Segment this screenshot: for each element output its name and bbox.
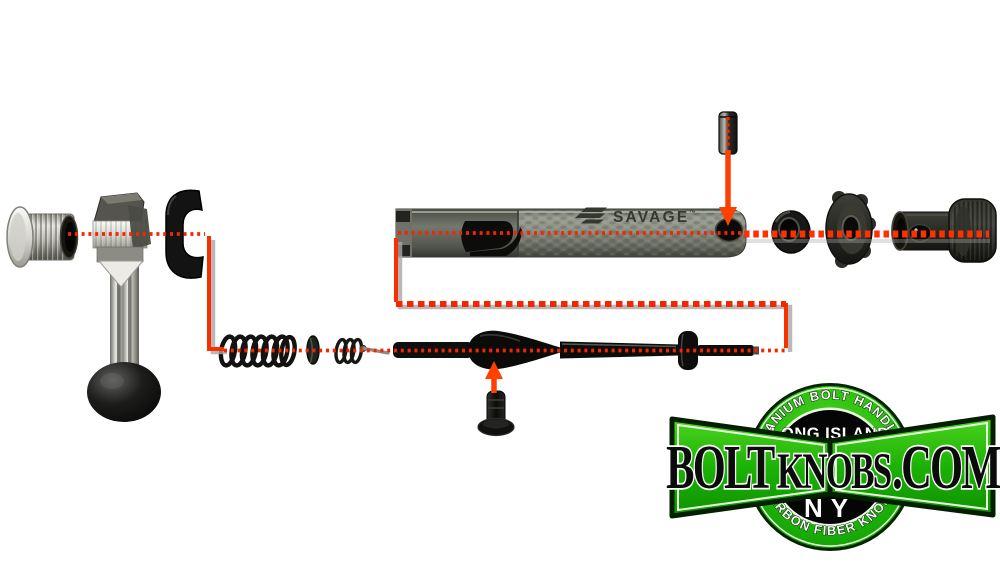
shaft-highlight: [561, 343, 677, 348]
handle-cam: [128, 205, 151, 250]
banner-left-inline: [677, 423, 825, 512]
alignment-lines: [68, 117, 990, 393]
cocking-piece-screw: [477, 390, 515, 437]
handle-washer: [165, 189, 204, 279]
handle-hex-top-face: [101, 193, 142, 204]
ejection-port-sweep: [470, 227, 522, 256]
washer-silhouette: [165, 189, 204, 279]
bulge-highlight: [479, 334, 521, 342]
down-arrow-icon: [719, 150, 737, 226]
bolt-head-lug: [396, 211, 410, 222]
rear-baffle-nut: [825, 191, 876, 268]
bushing-bore-inner: [65, 222, 75, 252]
spacer-highlight: [309, 337, 313, 364]
savage-logo-icon: [575, 207, 607, 224]
handle-collar: [96, 246, 144, 263]
banner-right: [827, 414, 996, 518]
logo-main-text: BOLTKNOBS.COM: [666, 432, 1000, 502]
logo-state-text: NY: [804, 493, 856, 523]
firing-pin-front-rod: [393, 342, 473, 358]
bushing-flange-face: [10, 213, 26, 261]
spring-coil: [239, 334, 259, 368]
screw-base-top: [483, 419, 509, 429]
brand-text: SAVAGE™: [613, 209, 696, 226]
logo-bowtie-banner: BOLTKNOBS.COM: [665, 414, 1000, 519]
up-arrow-icon: [485, 361, 503, 393]
spring-coil: [260, 334, 280, 368]
bolt-knob-ball: [87, 362, 161, 422]
ball-highlight: [100, 373, 124, 389]
connector-handle-to-spring: [207, 236, 224, 351]
ejection-port: [461, 221, 513, 252]
washer-highlight: [167, 195, 177, 216]
handle-shaft-flute: [117, 252, 121, 368]
line-shadow: [210, 240, 227, 355]
washer-rim-highlight: [774, 210, 791, 223]
firing-pin-bulge: [468, 330, 562, 370]
brand-trademark: ™: [689, 210, 696, 217]
handle-shaft-flute: [128, 252, 132, 368]
washer-hole: [778, 217, 800, 242]
bolt-head-lug: [396, 245, 410, 256]
firing-pin-rear-rod: [697, 345, 754, 356]
bolt-head-bushing: [6, 206, 79, 268]
banner-right-inline: [835, 421, 988, 511]
handle-wedge: [97, 260, 145, 288]
